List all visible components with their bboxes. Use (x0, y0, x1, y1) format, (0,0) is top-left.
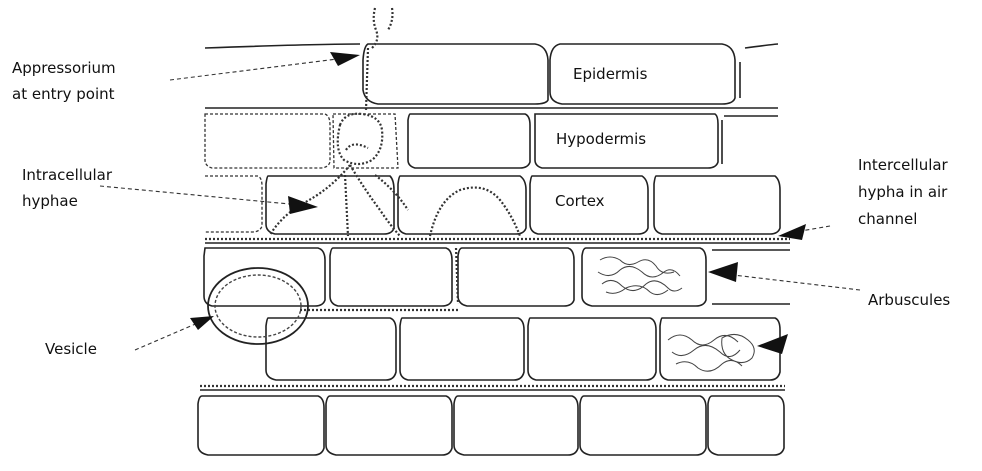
cortex-cell (454, 396, 578, 455)
hypodermal-coil (338, 114, 383, 164)
leader-vesicle (135, 322, 200, 350)
hypodermal-coil (346, 144, 368, 150)
label-vesicle: Vesicle (45, 340, 97, 358)
cortex-cell (266, 318, 396, 380)
leader-intracellular (100, 186, 300, 205)
label-appressorium: Appressorium (12, 59, 116, 77)
intracellular-hypha (345, 175, 348, 236)
hypodermis-layer (205, 108, 778, 168)
label-intercellular: channel (858, 210, 917, 228)
cortex-cell (528, 318, 656, 380)
cortex-cell (582, 248, 706, 306)
cortex-cell (330, 248, 452, 306)
cortex-cell (205, 176, 262, 232)
annotation-leaders (100, 52, 860, 354)
intracellular-hypha (430, 188, 520, 236)
germ-tube (388, 8, 393, 30)
arrowhead-arbuscules (708, 262, 738, 282)
epidermis-layer (205, 44, 778, 104)
epidermis-cell (745, 44, 778, 48)
arbuscule-upper (598, 257, 682, 295)
fungal-hyphae (270, 8, 520, 310)
leader-appressorium (170, 58, 345, 80)
cortex-cell (398, 176, 526, 234)
label-intercellular: hypha in air (858, 183, 948, 201)
epidermis-cell (363, 44, 548, 104)
epidermis-cell (205, 44, 360, 48)
cortex-cell (580, 396, 706, 455)
hypodermis-cell (205, 114, 330, 168)
label-epidermis: Epidermis (573, 65, 648, 83)
label-cortex: Cortex (555, 192, 605, 210)
intracellular-hypha (375, 175, 408, 210)
cortex-cell (400, 318, 524, 380)
label-appressorium: at entry point (12, 85, 115, 103)
arbuscule-branch (668, 334, 754, 371)
cortex-cell (458, 248, 574, 306)
cortex-cell (708, 396, 784, 455)
arrowhead-intercellular (778, 224, 806, 240)
arrowhead-vesicle (190, 316, 214, 330)
arrowhead-arbuscules-lower (757, 334, 788, 354)
label-intracellular: hyphae (22, 192, 78, 210)
label-hypodermis: Hypodermis (556, 130, 646, 148)
germ-tube (372, 8, 377, 48)
cortex-layer-4 (198, 396, 784, 455)
cortex-cell (654, 176, 780, 234)
hypodermis-cell (408, 114, 530, 168)
label-arbuscules: Arbuscules (868, 291, 950, 309)
cortex-cell (198, 396, 324, 455)
cortex-cell (326, 396, 452, 455)
cortex-cell (660, 318, 780, 380)
entry-hypha (366, 48, 368, 110)
label-intracellular: Intracellular (22, 166, 113, 184)
arbuscule-branch (598, 257, 682, 295)
label-intercellular: Intercellular (858, 156, 949, 174)
arrowhead-appressorium (330, 52, 360, 66)
leader-arbuscules (725, 274, 860, 290)
arbuscule-lower (668, 334, 754, 371)
